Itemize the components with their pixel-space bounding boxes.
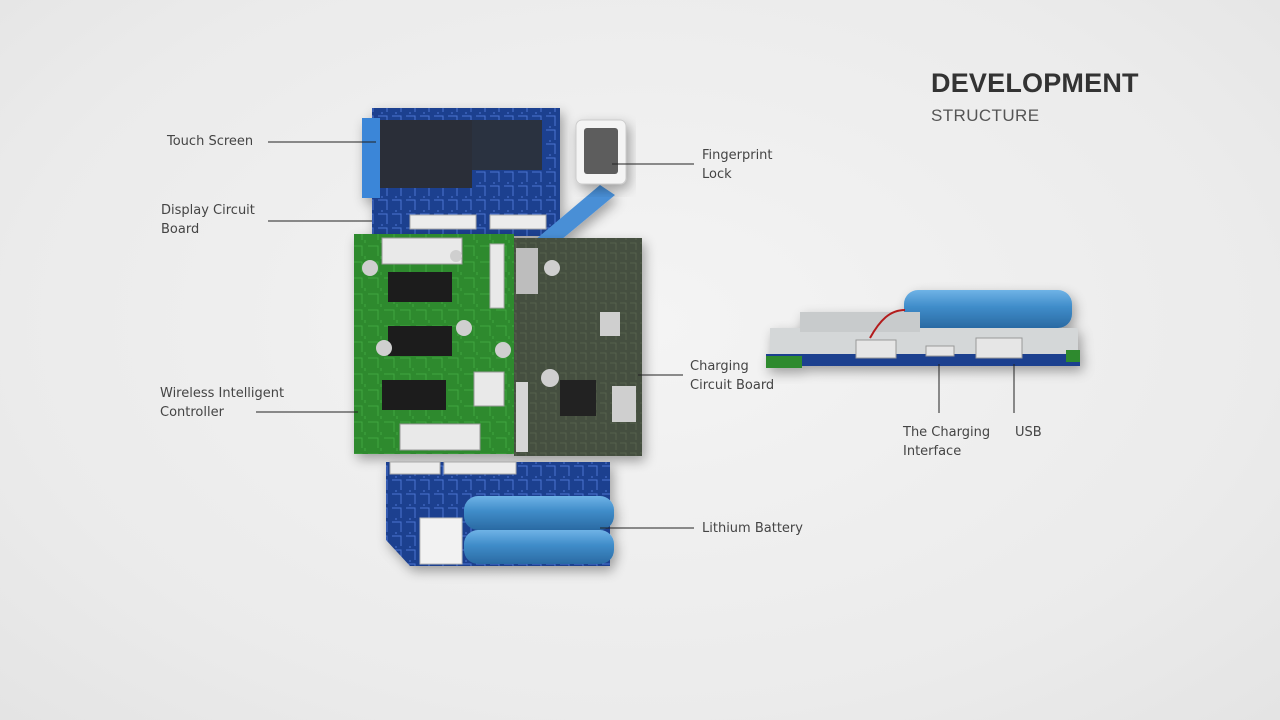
- page-title: DEVELOPMENT: [931, 68, 1139, 98]
- page-subtitle: STRUCTURE: [931, 106, 1040, 125]
- display-circuit-board: [362, 108, 615, 245]
- label-display-circuit-board: Display Circuit Board: [161, 203, 255, 237]
- leader-lines: [256, 141, 1015, 529]
- battery-board: [386, 461, 614, 566]
- label-wireless-controller: Wireless Intelligent Controller: [160, 386, 285, 420]
- side-view-assembly: [766, 290, 1080, 368]
- label-charging-interface: The Charging Interface: [903, 425, 991, 459]
- label-lithium-battery: Lithium Battery: [702, 521, 803, 536]
- controller-board-stack: [354, 234, 642, 456]
- label-usb: USB: [1015, 425, 1042, 440]
- fingerprint-lock-module: [575, 119, 627, 185]
- label-fingerprint-lock: Fingerprint Lock: [702, 148, 773, 182]
- label-touch-screen: Touch Screen: [167, 134, 254, 149]
- label-charging-circuit-board: Charging Circuit Board: [690, 359, 775, 393]
